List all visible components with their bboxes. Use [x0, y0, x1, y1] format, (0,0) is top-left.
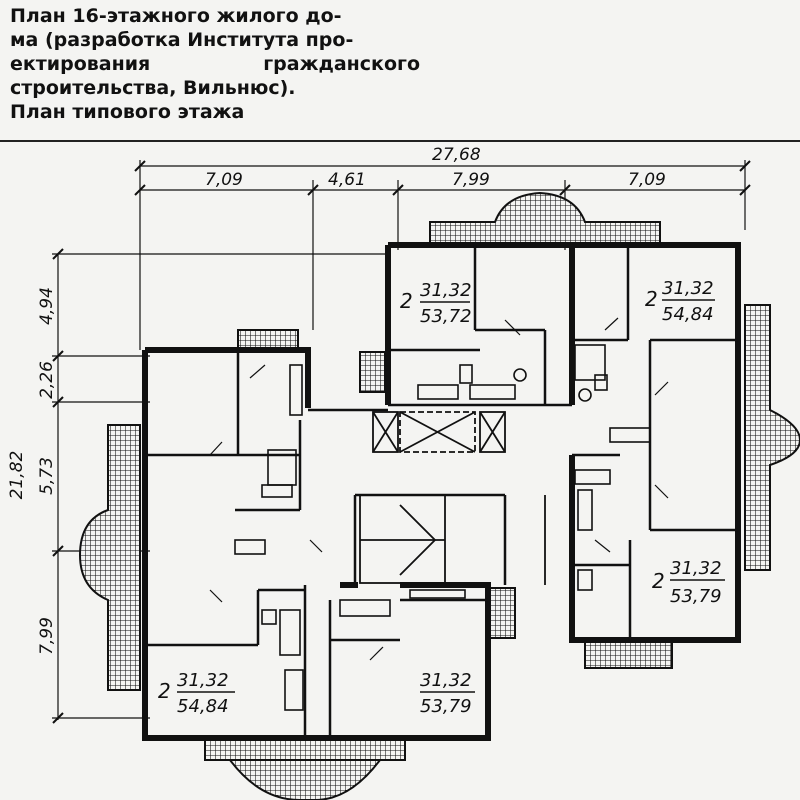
dim-seg-1: 7,09	[205, 170, 243, 190]
apartment-2-rooms: 2	[645, 287, 658, 311]
apartment-1-living-area: 31,32	[420, 280, 472, 301]
exterior-walls	[142, 242, 741, 741]
caption-line-3: ектирования гражданского	[10, 52, 420, 76]
apartment-5-total-area: 53,79	[420, 696, 472, 717]
dim-seg-2: 4,61	[328, 170, 366, 190]
apartment-1: 2 31,32 53,72	[400, 280, 472, 327]
caption-line-1: План 16-этажного жилого до-	[10, 5, 342, 27]
apartment-2-total-area: 54,84	[662, 304, 714, 325]
apartment-4-living-area: 31,32	[177, 670, 229, 691]
apartment-3-total-area: 53,79	[670, 586, 722, 607]
balconies	[78, 191, 800, 800]
apartment-1-rooms: 2	[400, 289, 413, 313]
caption-line-3b: гражданского	[263, 53, 420, 75]
apartment-3: 2 31,32 53,79	[652, 558, 725, 607]
dim-seg-3: 7,99	[452, 170, 490, 190]
dim-v-4: 7,99	[37, 617, 57, 655]
dim-v-3: 5,73	[37, 457, 57, 495]
apartment-5-living-area: 31,32	[420, 670, 472, 691]
apartment-1-total-area: 53,72	[420, 306, 472, 327]
dim-total-width: 27,68	[432, 145, 481, 165]
caption-line-2: ма (разработка Института про-	[10, 29, 354, 51]
doors	[209, 317, 669, 661]
dim-total-height: 21,82	[7, 451, 27, 500]
apartment-4: 2 31,32 54,84	[158, 670, 235, 717]
apartment-2-living-area: 31,32	[662, 278, 714, 299]
apartment-2: 2 31,32 54,84	[645, 278, 715, 325]
apartment-4-total-area: 54,84	[177, 696, 229, 717]
plan-caption: План 16-этажного жилого до- ма (разработ…	[10, 4, 420, 124]
apartment-3-rooms: 2	[652, 569, 665, 593]
apartment-4-rooms: 2	[158, 679, 171, 703]
caption-line-4: строительства, Вильнюс).	[10, 77, 296, 99]
caption-line-3a: ектирования	[10, 53, 151, 75]
stair-and-lifts	[359, 411, 546, 585]
sanitary-fixtures	[234, 344, 651, 711]
dim-seg-4: 7,09	[628, 170, 666, 190]
dim-v-2: 2,26	[37, 361, 57, 399]
apartment-5: 31,32 53,79	[420, 670, 475, 717]
caption-line-5: План типового этажа	[10, 101, 245, 123]
apartment-3-living-area: 31,32	[670, 558, 722, 579]
dim-v-1: 4,94	[37, 287, 57, 325]
caption-rule	[0, 140, 800, 142]
